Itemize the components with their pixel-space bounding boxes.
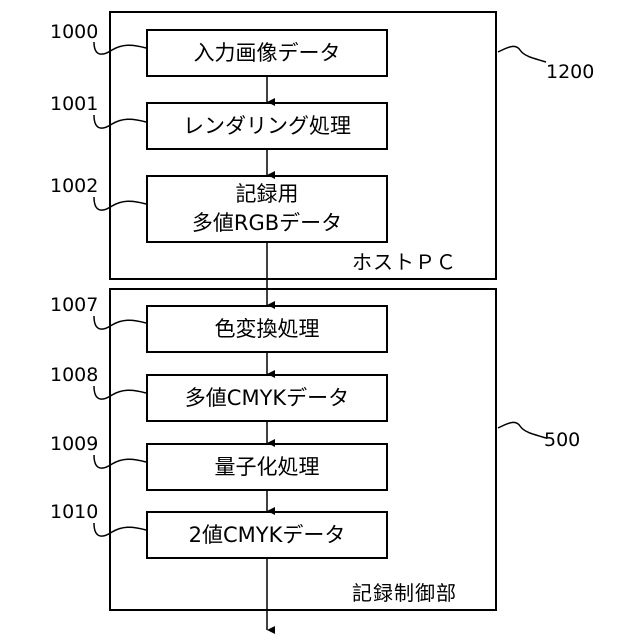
recording-controller-ref: 500 bbox=[544, 429, 580, 451]
leader-1009 bbox=[94, 455, 146, 468]
color-conversion-label: 色変換処理 bbox=[215, 317, 320, 341]
leader-1002 bbox=[94, 197, 146, 210]
recording-controller-leader-line bbox=[498, 422, 546, 438]
ref-1009: 1009 bbox=[50, 433, 98, 455]
multivalue-cmyk-data-label: 多値CMYKデータ bbox=[185, 386, 349, 410]
ref-1010: 1010 bbox=[50, 501, 98, 523]
ref-1001: 1001 bbox=[50, 93, 98, 115]
quantization-label: 量子化処理 bbox=[215, 455, 320, 479]
host-pc-ref: 1200 bbox=[546, 61, 594, 83]
ref-1008: 1008 bbox=[50, 364, 98, 386]
rendering-process-label: レンダリング処理 bbox=[183, 114, 351, 138]
leader-1007 bbox=[94, 316, 146, 329]
binary-cmyk-data-label: 2値CMYKデータ bbox=[189, 523, 346, 547]
leader-1001 bbox=[94, 115, 146, 128]
leader-1010 bbox=[94, 523, 146, 536]
multivalue-rgb-data-label-line2: 多値RGBデータ bbox=[192, 211, 342, 235]
ref-1000: 1000 bbox=[50, 21, 98, 43]
recording-controller-label: 記録制御部 bbox=[352, 581, 457, 605]
multivalue-rgb-data-label-line1: 記録用 bbox=[236, 182, 299, 206]
host-pc-leader-line bbox=[498, 46, 546, 62]
leader-1000 bbox=[94, 42, 146, 54]
ref-1002: 1002 bbox=[50, 175, 98, 197]
ref-1007: 1007 bbox=[50, 294, 98, 316]
host-pc-label: ホストＰＣ bbox=[352, 250, 457, 274]
leader-1008 bbox=[94, 386, 146, 399]
input-image-data-label: 入力画像データ bbox=[194, 41, 341, 65]
